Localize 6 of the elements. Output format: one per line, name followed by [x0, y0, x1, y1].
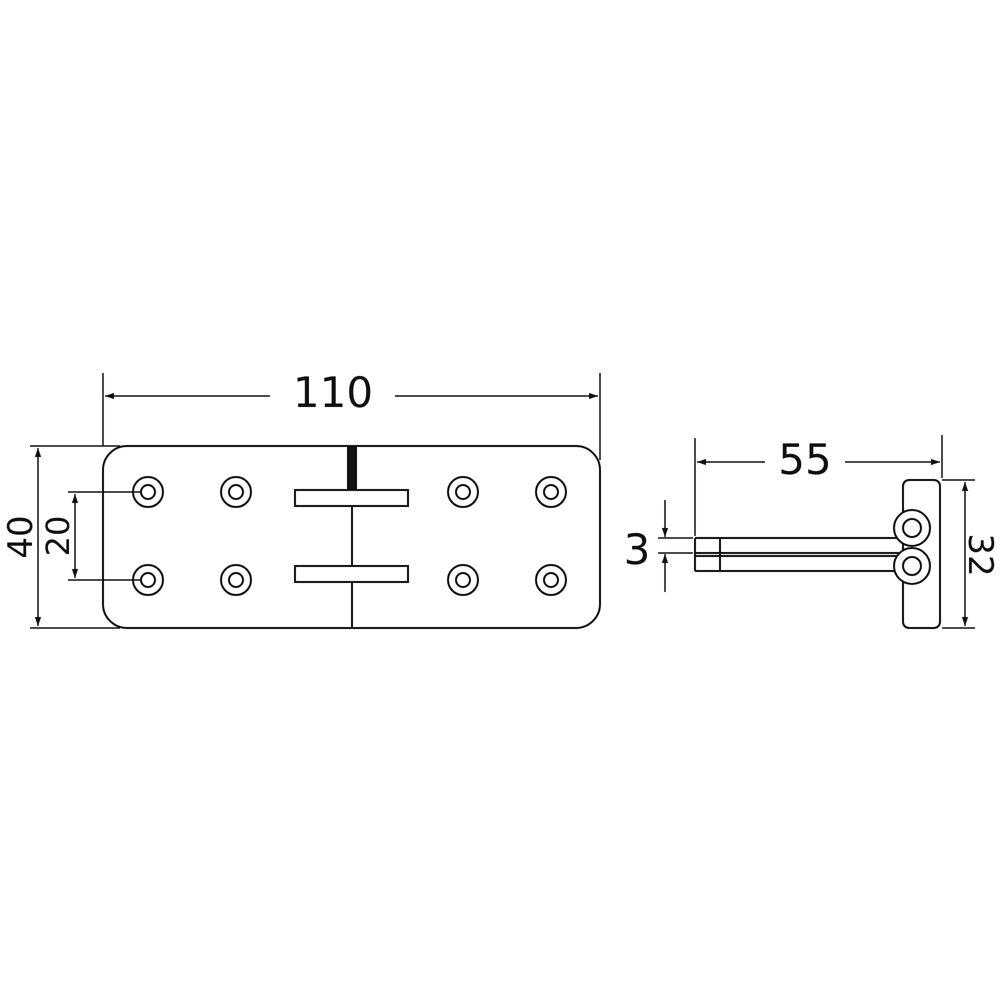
dimension-label: 40 — [4, 515, 38, 559]
dimension-label: 3 — [624, 529, 650, 571]
dimension-label: 55 — [778, 439, 832, 481]
dimension-label: 110 — [292, 372, 374, 414]
dimension-label: 32 — [963, 533, 997, 577]
dimension-label: 20 — [38, 516, 78, 556]
